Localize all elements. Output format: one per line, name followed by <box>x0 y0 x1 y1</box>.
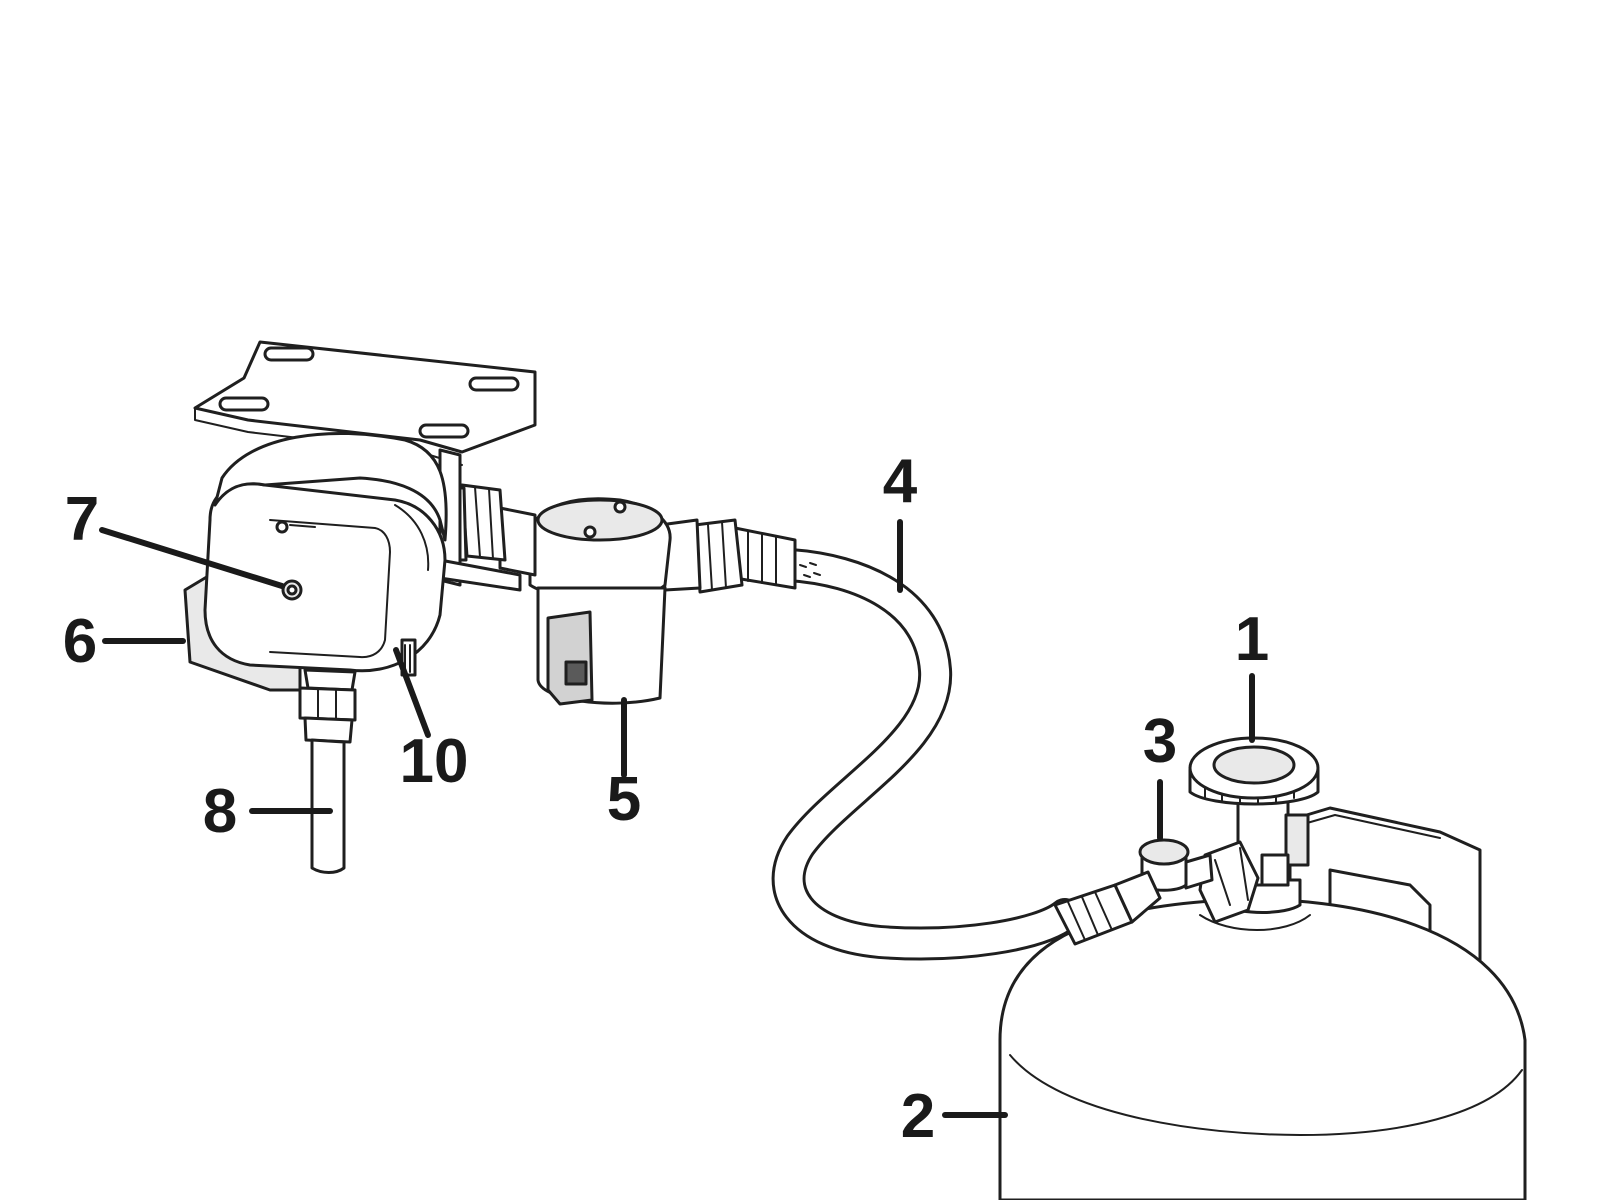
hose-end-tail <box>1113 870 1162 924</box>
cylinder-body <box>998 898 1527 1200</box>
connector-tee <box>1184 853 1214 890</box>
filter-screw-icon <box>613 500 627 514</box>
callout-leaders <box>99 519 1255 1118</box>
regulator-front-panel <box>269 519 391 659</box>
callout-10: 10 <box>400 727 469 796</box>
filter-outlet-nut <box>693 518 744 594</box>
callout-1: 1 <box>1235 605 1269 674</box>
filter-outlet-nut-facets <box>707 521 727 591</box>
hose-fill <box>774 551 1079 958</box>
bracket-slot <box>468 376 520 392</box>
bracket-slot <box>418 423 470 439</box>
cylinder-collar-inner <box>1299 814 1441 839</box>
filter-clip <box>546 610 594 706</box>
regulator <box>183 431 448 874</box>
valve-side-port <box>1284 813 1310 867</box>
gas-filter <box>528 497 744 706</box>
handwheel-cap <box>1212 745 1296 785</box>
regulator-logo-icon <box>275 520 289 534</box>
outlet-nut-facets <box>317 687 337 721</box>
filter-clip-label <box>564 660 588 686</box>
inlet-nut <box>460 483 507 562</box>
outlet-nut-lower <box>303 716 354 744</box>
bracket-plate-edge <box>194 407 463 466</box>
regulator-top <box>213 431 448 542</box>
callout-6: 6 <box>63 607 97 676</box>
callout-7: 7 <box>65 485 99 554</box>
callout-numbers: 1 2 3 4 5 6 7 8 10 <box>63 447 1269 1151</box>
cylinder-neck-line <box>1199 914 1311 931</box>
connector-nut <box>1198 840 1260 924</box>
outlet-pipe <box>310 738 346 874</box>
filter-screw-icon <box>583 525 597 539</box>
flexible-hose <box>733 526 1162 961</box>
regulator-test-point-inner <box>286 584 298 596</box>
connector-cap-top <box>1138 838 1190 866</box>
callout-5: 5 <box>607 765 641 834</box>
outlet-nut <box>298 686 357 722</box>
callout-8: 8 <box>203 777 237 846</box>
bracket-slot <box>263 346 315 362</box>
connector-nut-facets <box>1214 847 1249 906</box>
callout-2: 2 <box>901 1082 935 1151</box>
regulator-side-ridge <box>394 504 430 571</box>
callout-4: 4 <box>883 447 918 516</box>
hose-print <box>799 562 821 578</box>
bracket-slot <box>218 396 270 412</box>
cylinder-connector <box>1138 838 1260 924</box>
inlet-pipe <box>498 506 537 577</box>
valve-lower-nut <box>1260 853 1290 887</box>
leader-line-7 <box>99 527 285 589</box>
leader-line-10 <box>393 647 431 738</box>
hose-coupling-ridges <box>747 531 777 586</box>
filter-head-top <box>536 498 664 542</box>
regulator-logo-text <box>289 524 316 528</box>
callout-3: 3 <box>1143 707 1177 776</box>
hose-end-coupling-ridges <box>1067 891 1113 941</box>
inlet-nut-facets <box>474 486 494 560</box>
cylinder-shoulder-line <box>1009 1054 1523 1136</box>
hose-end-coupling-regulator <box>733 526 797 590</box>
